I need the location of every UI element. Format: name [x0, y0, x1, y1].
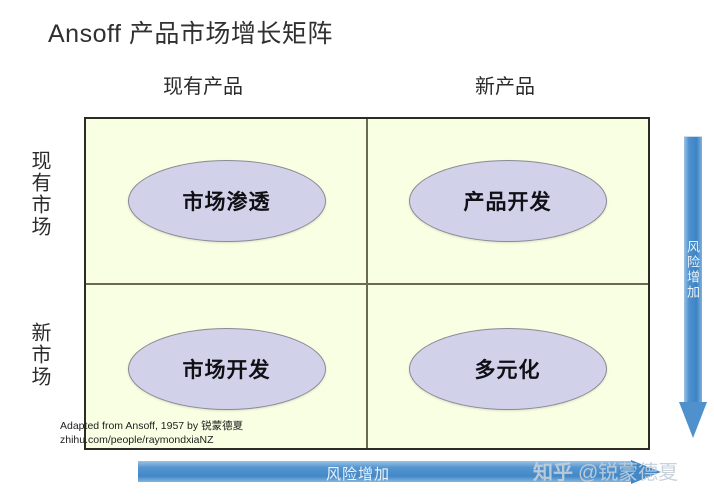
- risk-arrow-vertical-label: 风险增加: [685, 240, 700, 300]
- quadrant-label-market-penetration: 市场渗透: [182, 191, 271, 215]
- quadrant-label-market-development: 市场开发: [182, 358, 271, 382]
- watermark-brand-zhihu: 知乎: [533, 462, 573, 484]
- attribution-line-source: Adapted from Ansoff, 1957 by 锐蒙德夏: [60, 420, 244, 432]
- arrow-head-right-icon: [631, 460, 661, 484]
- quadrant-product-development[interactable]: 产品开发: [367, 119, 648, 284]
- quadrant-market-development[interactable]: 市场开发: [86, 284, 367, 449]
- row-header-existing-markets: 现有市场: [28, 149, 50, 238]
- ellipse-shape: 产品开发: [408, 160, 607, 243]
- attribution-note: Adapted from Ansoff, 1957 by 锐蒙德夏 zhihu.…: [60, 419, 243, 447]
- quadrant-label-diversification: 多元化: [474, 358, 541, 382]
- ellipse-shape: 多元化: [408, 327, 607, 410]
- arrow-shaft: [138, 461, 633, 482]
- column-header-existing-products: 现有产品: [163, 76, 243, 98]
- ellipse-shape: 市场渗透: [127, 160, 326, 243]
- page-title: Ansoff 产品市场增长矩阵: [48, 20, 333, 48]
- risk-arrow-vertical: 风险增加: [679, 136, 707, 438]
- row-header-new-markets: 新市场: [28, 322, 50, 388]
- ansoff-matrix: 市场渗透 产品开发 市场开发 多元化: [84, 117, 650, 450]
- attribution-line-url: zhihu.com/people/raymondxiaNZ: [60, 434, 214, 446]
- quadrant-label-product-development: 产品开发: [463, 191, 552, 215]
- quadrant-market-penetration[interactable]: 市场渗透: [86, 119, 367, 284]
- matrix-horizontal-divider: [86, 282, 648, 285]
- risk-arrow-horizontal: 风险增加: [138, 460, 678, 484]
- arrow-head-down-icon: [679, 402, 707, 438]
- risk-arrow-horizontal-label: 风险增加: [326, 466, 391, 483]
- ellipse-shape: 市场开发: [127, 327, 326, 410]
- watermark-username: @锐蒙德夏: [578, 462, 679, 484]
- arrow-shaft: [684, 136, 702, 405]
- quadrant-diversification[interactable]: 多元化: [367, 284, 648, 449]
- watermark: 知乎 @锐蒙德夏: [533, 456, 678, 485]
- column-header-new-products: 新产品: [475, 76, 535, 98]
